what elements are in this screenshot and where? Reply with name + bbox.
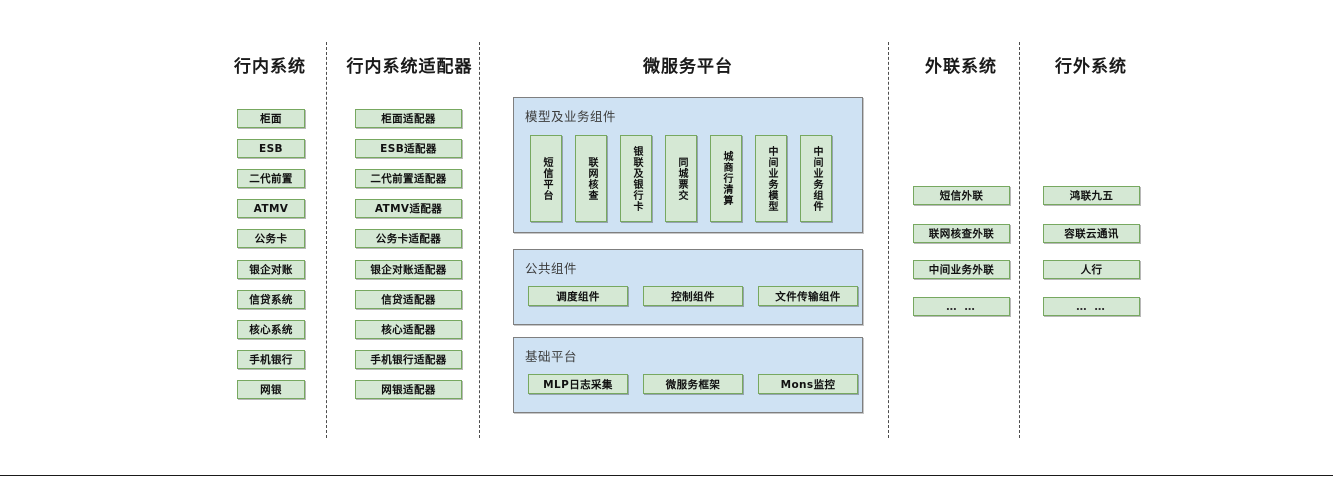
node-public-component[interactable]: 控制组件 [643,286,743,306]
node-internal-system[interactable]: 公务卡 [237,229,305,248]
column-title-outside-bank-systems: 行外系统 [1055,57,1127,77]
node-platform-component[interactable]: 短信平台 [530,135,562,222]
node-internal-system[interactable]: 二代前置 [237,169,305,188]
node-outside-bank-system[interactable]: … … [1043,297,1140,316]
node-internal-adapter[interactable]: 二代前置适配器 [355,169,462,188]
node-platform-component[interactable]: 银联及银行卡 [620,135,652,222]
node-label: 短信平台 [541,156,552,201]
node-base-platform-component[interactable]: MLP日志采集 [528,374,628,394]
node-internal-adapter[interactable]: 网银适配器 [355,380,462,399]
node-platform-component[interactable]: 城商行清算 [710,135,742,222]
node-internal-adapter[interactable]: 核心适配器 [355,320,462,339]
node-internal-adapter[interactable]: ESB适配器 [355,139,462,158]
node-internal-adapter[interactable]: 银企对账适配器 [355,260,462,279]
node-platform-component[interactable]: 中间业务模型 [755,135,787,222]
node-outside-bank-system[interactable]: 人行 [1043,260,1140,279]
divider-1 [326,42,327,438]
divider-4 [1019,42,1020,438]
node-internal-system[interactable]: ESB [237,139,305,158]
node-outside-bank-system[interactable]: 鸿联九五 [1043,186,1140,205]
node-internal-adapter[interactable]: 手机银行适配器 [355,350,462,369]
node-external-link-system[interactable]: 短信外联 [913,186,1010,205]
node-external-link-system[interactable]: 中间业务外联 [913,260,1010,279]
node-internal-system[interactable]: 手机银行 [237,350,305,369]
divider-2 [479,42,480,438]
column-title-microservice-platform: 微服务平台 [643,57,733,77]
node-internal-system[interactable]: ATMV [237,199,305,218]
node-internal-adapter[interactable]: ATMV适配器 [355,199,462,218]
column-title-external-link-systems: 外联系统 [925,57,997,77]
node-base-platform-component[interactable]: Mons监控 [758,374,858,394]
node-platform-component[interactable]: 中间业务组件 [800,135,832,222]
node-internal-system[interactable]: 核心系统 [237,320,305,339]
node-internal-system[interactable]: 信贷系统 [237,290,305,309]
node-internal-adapter[interactable]: 公务卡适配器 [355,229,462,248]
node-public-component[interactable]: 调度组件 [528,286,628,306]
node-internal-system[interactable]: 柜面 [237,109,305,128]
node-base-platform-component[interactable]: 微服务框架 [643,374,743,394]
node-label: 中间业务组件 [811,145,822,212]
node-label: 中间业务模型 [766,145,777,212]
panel-title-public-components: 公共组件 [525,261,578,276]
node-internal-system[interactable]: 网银 [237,380,305,399]
node-platform-component[interactable]: 同城票交 [665,135,697,222]
node-public-component[interactable]: 文件传输组件 [758,286,858,306]
node-external-link-system[interactable]: 联网核查外联 [913,224,1010,243]
node-internal-adapter[interactable]: 信贷适配器 [355,290,462,309]
node-label: 同城票交 [676,156,687,201]
node-internal-adapter[interactable]: 柜面适配器 [355,109,462,128]
node-platform-component[interactable]: 联网核查 [575,135,607,222]
node-internal-system[interactable]: 银企对账 [237,260,305,279]
node-label: 银联及银行卡 [631,145,642,212]
node-label: 联网核查 [586,156,597,201]
column-title-internal-systems: 行内系统 [234,57,306,77]
panel-title-model-business-components: 模型及业务组件 [525,109,617,124]
node-outside-bank-system[interactable]: 容联云通讯 [1043,224,1140,243]
node-external-link-system[interactable]: … … [913,297,1010,316]
column-title-internal-adapters: 行内系统适配器 [346,57,473,77]
bottom-divider [0,475,1333,476]
panel-title-base-platform: 基础平台 [525,349,578,364]
node-label: 城商行清算 [721,151,732,206]
divider-3 [888,42,889,438]
